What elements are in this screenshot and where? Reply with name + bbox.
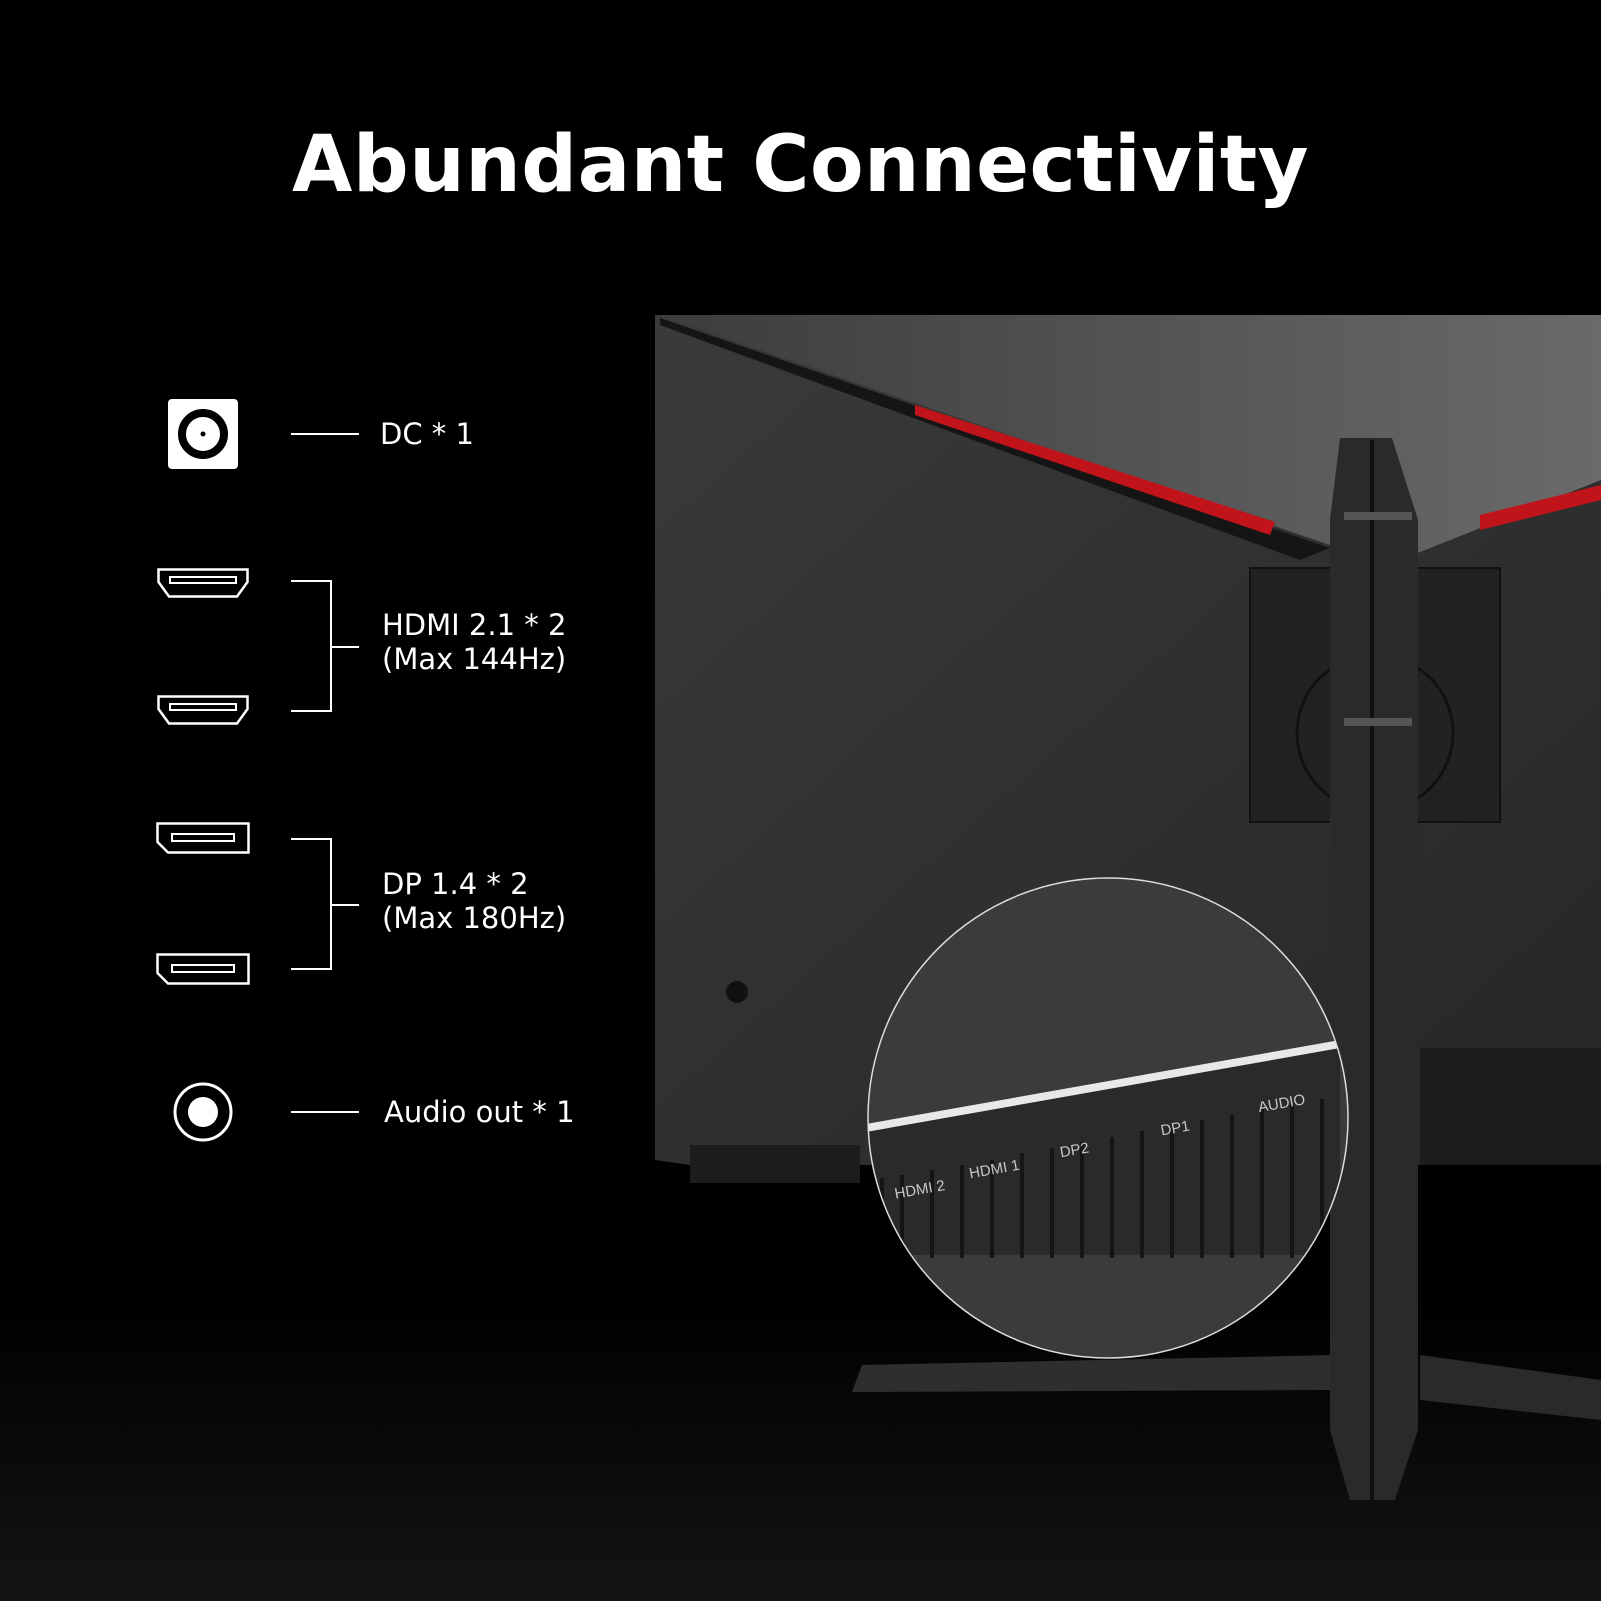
- displayport-icon: [156, 953, 250, 985]
- page-title: Abundant Connectivity: [292, 120, 1309, 210]
- dc-jack-icon: [168, 399, 238, 469]
- dp-label: DP 1.4 * 2: [382, 867, 529, 901]
- hdmi-port-icon: [157, 695, 249, 725]
- stand-base-left: [852, 1355, 1335, 1392]
- hdmi-port-icon: [157, 568, 249, 598]
- bracket-connector: [330, 646, 359, 648]
- hdmi-label: HDMI 2.1 * 2: [382, 608, 567, 642]
- accent-light-right: [1480, 485, 1601, 530]
- bracket-bottom: [291, 710, 332, 712]
- accent-light-left: [915, 405, 1275, 535]
- displayport-icon: [156, 822, 250, 854]
- port-label-dp2: DP2: [1059, 1139, 1091, 1161]
- dp-sublabel: (Max 180Hz): [382, 901, 567, 935]
- screw-hole: [726, 981, 748, 1003]
- hdmi-sublabel: (Max 144Hz): [382, 642, 567, 676]
- audio-jack-icon: [173, 1082, 233, 1142]
- audio-label: Audio out * 1: [384, 1095, 575, 1129]
- bracket-bottom: [291, 968, 332, 970]
- port-label-dp1: DP1: [1159, 1118, 1191, 1140]
- connector-line: [291, 433, 359, 435]
- bracket-top: [291, 580, 332, 582]
- connector-line: [291, 1111, 359, 1113]
- bracket-connector: [330, 904, 359, 906]
- bracket-top: [291, 838, 332, 840]
- port-magnifier: HDMI 2 HDMI 1 DP2 DP1 AUDIO: [868, 878, 1348, 1358]
- dc-label: DC * 1: [380, 417, 474, 451]
